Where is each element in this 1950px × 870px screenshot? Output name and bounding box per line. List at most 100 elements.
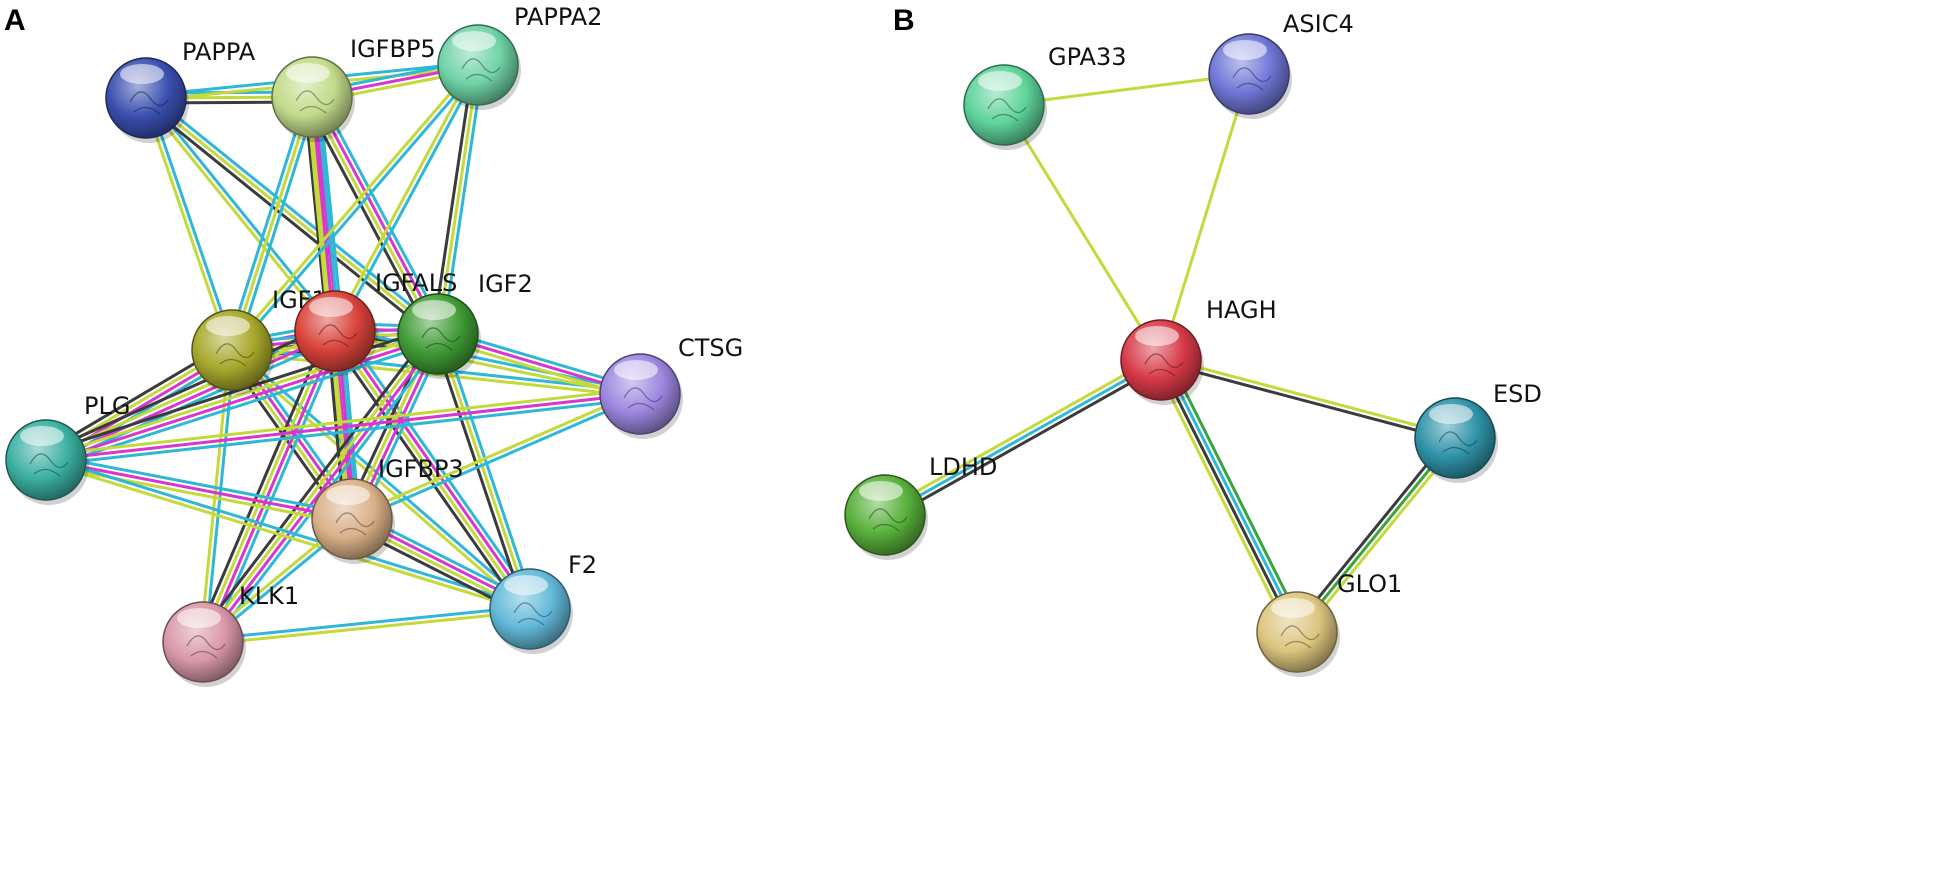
node-label: F2: [568, 551, 597, 579]
edge-igfbp5-igf2: [304, 92, 446, 339]
edge-line-black: [195, 328, 434, 639]
edge-line-yellow: [436, 333, 532, 610]
edge-line-magenta: [335, 328, 534, 609]
node-highlight: [1223, 40, 1267, 60]
node-klk1[interactable]: KLK1: [162, 582, 299, 687]
edge-line-yellow: [228, 62, 478, 350]
node-label: IGFBP3: [378, 455, 464, 483]
node-highlight: [286, 63, 330, 83]
node-highlight: [120, 64, 164, 84]
edge-line-yellow: [142, 98, 232, 352]
edge-pappa-igf2: [141, 92, 443, 340]
protein-structure-icon: [186, 635, 226, 659]
edge-line-black: [327, 334, 526, 615]
protein-structure-icon: [1438, 431, 1478, 455]
protein-structure-icon: [987, 98, 1027, 122]
panel-b-letter: B: [893, 4, 915, 37]
node-f2[interactable]: F2: [489, 551, 597, 654]
node-ctsg[interactable]: CTSG: [599, 334, 743, 439]
node-label: IGFALS: [375, 269, 457, 297]
protein-structure-icon: [513, 602, 553, 626]
edge-line-yellow: [331, 331, 530, 612]
edge-line-magenta: [46, 334, 440, 464]
node-label: CTSG: [678, 334, 743, 362]
protein-structure-icon: [623, 387, 663, 411]
edge-line-magenta: [45, 458, 353, 521]
edge-igfbp5-igf1: [225, 95, 319, 352]
node-igf1[interactable]: IGF1: [191, 286, 327, 395]
protein-structure-icon: [1232, 67, 1272, 91]
node-igfals[interactable]: IGFALS: [294, 269, 457, 376]
edge-line-black: [431, 335, 527, 612]
node-highlight: [859, 481, 903, 501]
edge-pappa2-igfals: [331, 63, 482, 333]
node-gpa33[interactable]: GPA33: [963, 43, 1127, 150]
edge-line-cyan: [146, 96, 236, 350]
edge-line-yellow: [1152, 362, 1292, 637]
edge-line-cyan: [148, 92, 443, 332]
node-highlight: [504, 575, 548, 595]
edge-line-black: [141, 100, 436, 340]
edge-line-cyan: [202, 605, 530, 642]
panel-b-edges: [881, 72, 1461, 637]
node-highlight: [1135, 326, 1179, 346]
node-igfbp5[interactable]: IGFBP5: [271, 35, 436, 142]
edge-line-magenta: [312, 95, 442, 334]
node-highlight: [614, 360, 658, 380]
node-glo1[interactable]: GLO1: [1256, 570, 1402, 677]
node-esd[interactable]: ESD: [1414, 380, 1542, 483]
edge-line-black: [1291, 433, 1453, 630]
edge-line-cyan: [46, 453, 354, 516]
edge-line-yellow: [1161, 356, 1457, 438]
node-label: GPA33: [1048, 43, 1127, 71]
edge-hagh-esd: [1159, 356, 1457, 442]
edge-gpa33-hagh: [1002, 104, 1163, 361]
edge-hagh-ldhd: [881, 354, 1165, 521]
edge-pappa-igf1: [142, 96, 236, 352]
edge-pappa2-igf1: [228, 62, 482, 353]
node-igf2[interactable]: IGF2: [397, 270, 533, 379]
edge-line-yellow: [331, 63, 478, 331]
edge-line-magenta: [203, 331, 339, 644]
edge-line-green: [1295, 437, 1457, 633]
edge-line-yellow: [1299, 440, 1461, 637]
node-plg[interactable]: PLG: [5, 392, 130, 505]
edge-line-yellow: [45, 387, 640, 457]
edge-esd-glo1: [1291, 433, 1461, 637]
protein-structure-icon: [868, 508, 908, 532]
edge-line-black: [431, 64, 475, 334]
protein-structure-icon: [421, 327, 461, 351]
edge-asic4-hagh: [1159, 73, 1251, 361]
edge-line-black: [304, 99, 433, 339]
edge-line-yellow: [203, 609, 531, 646]
node-hagh[interactable]: HAGH: [1120, 296, 1277, 405]
node-label: GLO1: [1337, 570, 1402, 598]
node-pappa[interactable]: PAPPA: [105, 38, 256, 143]
edge-line-yellow: [230, 96, 314, 351]
protein-structure-icon: [295, 90, 335, 114]
edge-line-cyan: [235, 98, 319, 352]
node-label: PAPPA: [182, 38, 256, 66]
node-asic4[interactable]: ASIC4: [1208, 10, 1354, 119]
edge-line-black: [1159, 360, 1455, 442]
protein-structure-icon: [129, 91, 169, 115]
node-igfbp3[interactable]: IGFBP3: [311, 455, 464, 564]
node-ldhd[interactable]: LDHD: [844, 453, 997, 560]
edge-line-cyan: [46, 456, 532, 609]
protein-structure-icon: [335, 512, 375, 536]
edge-pappa-igfals: [142, 95, 339, 334]
edge-line-magenta: [45, 392, 641, 462]
edge-line-yellow: [350, 390, 640, 519]
edge-line-cyan: [335, 65, 482, 333]
edge-line-black: [42, 322, 333, 455]
edge-line-magenta: [203, 334, 442, 645]
node-pappa2[interactable]: PAPPA2: [437, 3, 602, 110]
node-highlight: [20, 426, 64, 446]
edge-line-cyan: [441, 331, 537, 608]
protein-structure-icon: [461, 58, 501, 82]
edge-line-yellow: [44, 460, 530, 613]
